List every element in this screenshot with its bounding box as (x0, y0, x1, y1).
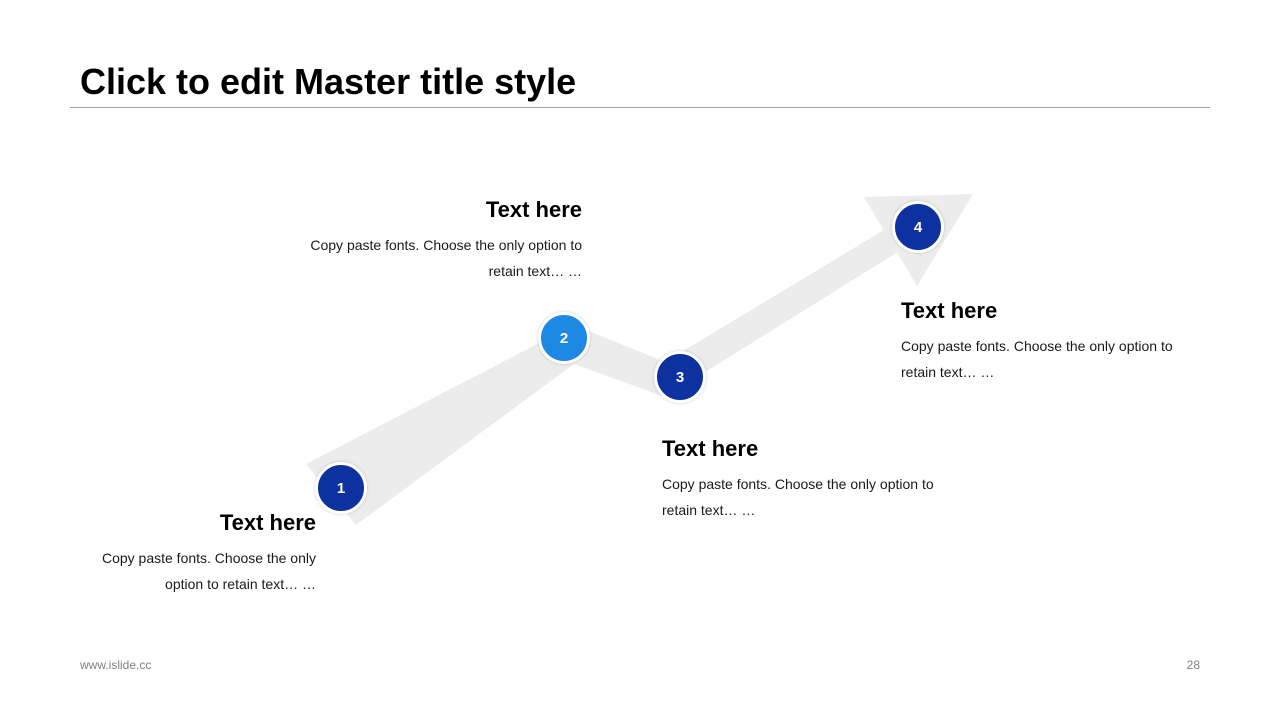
step-node-3[interactable]: 3 (654, 351, 706, 403)
step-node-2[interactable]: 2 (538, 312, 590, 364)
step-heading[interactable]: Text here (901, 298, 998, 323)
step-block-4: Text here Copy paste fonts. Choose the o… (901, 297, 1193, 385)
arrow-body (306, 210, 922, 525)
step-number: 3 (675, 368, 685, 386)
step-number: 4 (913, 218, 923, 236)
step-heading[interactable]: Text here (662, 436, 759, 461)
page-title[interactable]: Click to edit Master title style (80, 61, 577, 102)
step-node-4[interactable]: 4 (892, 201, 944, 253)
step-body[interactable]: Copy paste fonts. Choose the only option… (901, 338, 1173, 380)
step-heading[interactable]: Text here (219, 510, 316, 535)
step-number: 2 (559, 329, 569, 347)
step-block-3: Text here Copy paste fonts. Choose the o… (662, 435, 954, 523)
step-body[interactable]: Copy paste fonts. Choose the only option… (662, 476, 934, 518)
step-body[interactable]: Copy paste fonts. Choose the only option… (310, 237, 582, 279)
step-heading[interactable]: Text here (485, 197, 582, 222)
footer-url: www.islide.cc (80, 658, 152, 672)
step-block-1: Text here Copy paste fonts. Choose the o… (86, 509, 316, 597)
step-number: 1 (336, 479, 346, 497)
step-block-2: Text here Copy paste fonts. Choose the o… (302, 196, 582, 284)
step-node-1[interactable]: 1 (315, 462, 367, 514)
title-divider (70, 107, 1210, 108)
step-body[interactable]: Copy paste fonts. Choose the only option… (101, 550, 316, 592)
page-number: 28 (1186, 658, 1200, 672)
